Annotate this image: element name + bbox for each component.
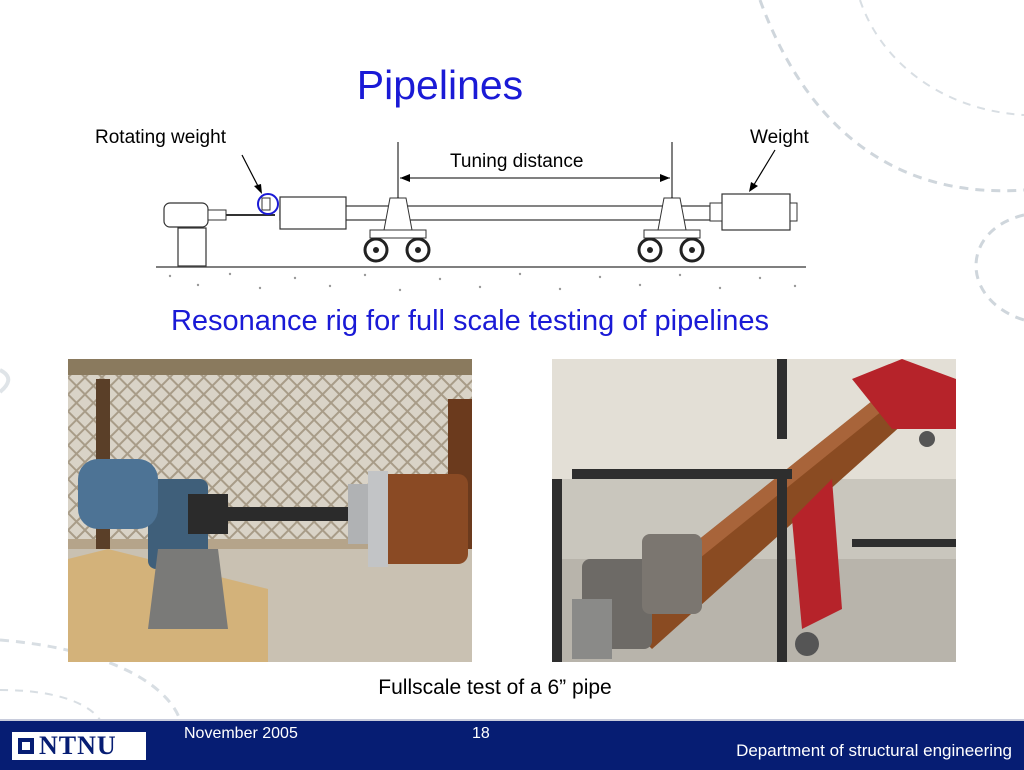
ntnu-logo: NTNU <box>10 730 148 762</box>
footer-bar: NTNU November 2005 18 Department of stru… <box>0 719 1024 770</box>
slide-title: Pipelines <box>356 62 524 108</box>
ntnu-logo-square-icon <box>18 738 34 754</box>
footer-date: November 2005 <box>184 725 298 742</box>
resonance-rig-diagram <box>156 142 806 292</box>
label-tuning-distance: Tuning distance <box>450 151 584 172</box>
slide-subtitle: Resonance rig for full scale testing of … <box>170 305 770 337</box>
photo-pipe-rig-icon <box>552 359 956 662</box>
photo-pipe-rig <box>552 359 956 662</box>
ntnu-logo-text: NTNU <box>39 731 117 760</box>
footer-department: Department of structural engineering <box>736 741 1012 760</box>
photo-motor-shaft-icon <box>68 359 472 662</box>
label-rotating-weight: Rotating weight <box>95 127 226 148</box>
photo-motor-shaft <box>68 359 472 662</box>
label-weight: Weight <box>750 127 809 148</box>
photo-caption: Fullscale test of a 6” pipe <box>378 676 612 699</box>
footer-page-number: 18 <box>472 725 490 742</box>
